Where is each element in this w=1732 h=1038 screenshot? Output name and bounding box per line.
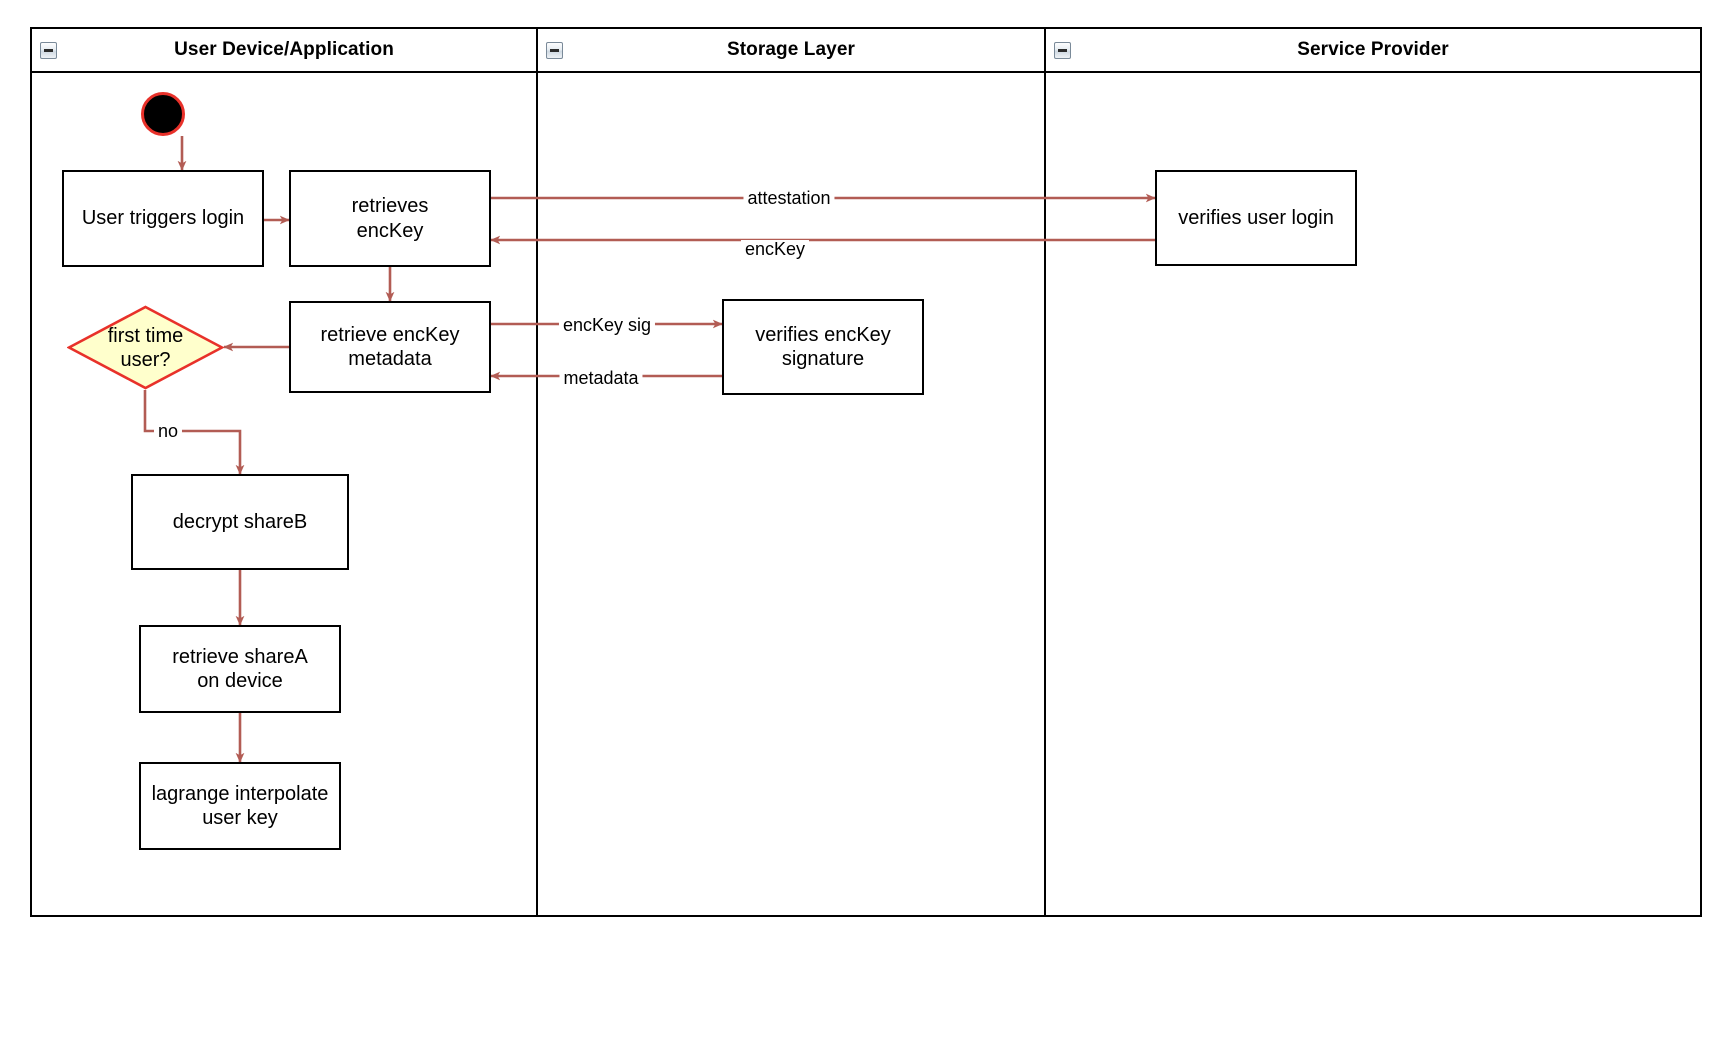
- lane-title-storage: Storage Layer: [726, 39, 856, 60]
- node-retrieve-sharea-on-device[interactable]: retrieve shareA on device: [139, 625, 341, 713]
- start-node[interactable]: [141, 92, 185, 136]
- node-user-triggers-login[interactable]: User triggers login: [62, 170, 264, 267]
- lane-header-user-device[interactable]: User Device/Application: [32, 29, 536, 73]
- edge-label-attestation: attestation: [743, 189, 835, 207]
- edge-label-enckey-sig: encKey sig: [558, 316, 656, 334]
- lane-header-storage[interactable]: Storage Layer: [538, 29, 1044, 73]
- node-decrypt-shareb[interactable]: decrypt shareB: [131, 474, 349, 570]
- lane-title-service-provider: Service Provider: [1297, 39, 1449, 60]
- node-first-time-user-decision[interactable]: first time user?: [66, 305, 225, 390]
- lane-title-user-device: User Device/Application: [174, 39, 394, 60]
- node-retrieve-enckey-metadata[interactable]: retrieve encKey metadata: [289, 301, 491, 393]
- edge-label-metadata: metadata: [559, 369, 643, 387]
- collapse-minus-icon[interactable]: [1054, 42, 1071, 59]
- node-retrieves-enckey[interactable]: retrieves encKey: [289, 170, 491, 267]
- lane-divider-1: [536, 29, 538, 915]
- lane-header-service-provider[interactable]: Service Provider: [1046, 29, 1700, 73]
- decision-diamond-shape: [66, 305, 225, 390]
- edge-label-no: no: [153, 422, 183, 440]
- node-lagrange-interpolate-user-key[interactable]: lagrange interpolate user key: [139, 762, 341, 850]
- collapse-minus-icon[interactable]: [546, 42, 563, 59]
- edge-label-enckey: encKey: [740, 240, 810, 258]
- node-verifies-enckey-signature[interactable]: verifies encKey signature: [722, 299, 924, 395]
- collapse-minus-icon[interactable]: [40, 42, 57, 59]
- lane-divider-2: [1044, 29, 1046, 915]
- node-verifies-user-login[interactable]: verifies user login: [1155, 170, 1357, 266]
